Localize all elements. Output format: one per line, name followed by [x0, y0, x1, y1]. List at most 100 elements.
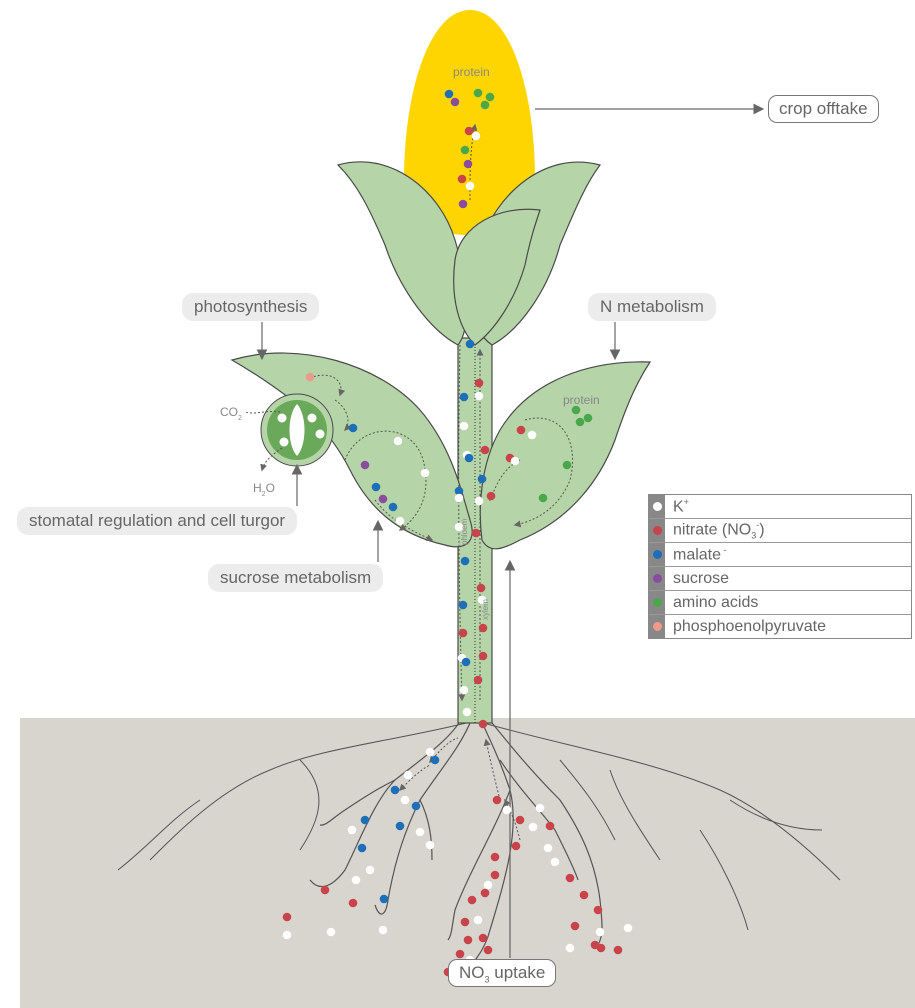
phloem-label: phloem — [460, 518, 469, 545]
no3-prefix: NO — [459, 963, 485, 982]
particle-k — [466, 182, 475, 191]
legend-label-nitrate: nitrate (NO3-) — [665, 520, 765, 541]
particle-nitrate — [484, 946, 493, 955]
particle-nitrate — [516, 816, 525, 825]
particle-amino — [461, 146, 470, 155]
legend-item-pep: phosphoenolpyruvate — [649, 614, 911, 638]
particle-nitrate — [481, 889, 490, 898]
particle-k — [544, 844, 553, 853]
particle-k — [463, 708, 472, 717]
protein-top-label: protein — [453, 65, 490, 79]
legend-item-nitrate: nitrate (NO3-) — [649, 518, 911, 542]
particle-nitrate — [594, 906, 603, 915]
particle-malate — [461, 557, 470, 566]
particle-malate — [445, 90, 454, 99]
h2o-label: H2O — [253, 481, 275, 498]
particle-k — [624, 924, 633, 933]
particle-malate — [372, 483, 381, 492]
particle-nitrate — [580, 891, 589, 900]
particle-malate — [412, 802, 421, 811]
particle-k — [503, 806, 512, 815]
particle-k — [596, 928, 605, 937]
particle-malate — [465, 454, 474, 463]
particle-k — [426, 841, 435, 850]
no3-suffix: uptake — [490, 963, 546, 982]
particle-k — [348, 826, 357, 835]
particle-nitrate — [487, 492, 496, 501]
particle-malate — [391, 786, 400, 795]
particle-nitrate — [491, 853, 500, 862]
particle-nitrate — [512, 842, 521, 851]
particle-nitrate — [566, 874, 575, 883]
legend-swatch — [649, 519, 665, 542]
legend-dot-sucrose — [653, 574, 662, 583]
particle-malate — [361, 816, 370, 825]
particle-nitrate — [459, 629, 468, 638]
particle-nitrate — [493, 796, 502, 805]
particle-malate — [349, 424, 358, 433]
particle-malate — [462, 658, 471, 667]
particle-k — [421, 469, 430, 478]
particle-sucrose — [459, 200, 468, 209]
particle-k — [474, 916, 483, 925]
legend-dot-amino — [653, 598, 662, 607]
particle-k — [366, 866, 375, 875]
particle-malate — [459, 601, 468, 610]
particle-nitrate — [465, 127, 474, 136]
particle-k — [379, 926, 388, 935]
particle-k — [352, 876, 361, 885]
particle-k — [396, 517, 405, 526]
legend-label-sucrose: sucrose — [665, 570, 729, 588]
particle-k — [511, 457, 520, 466]
particle-k — [566, 944, 575, 953]
particle-k — [528, 431, 537, 440]
xylem-label: xylem — [481, 599, 490, 620]
particle-sucrose — [361, 461, 370, 470]
particle-nitrate — [475, 379, 484, 388]
particle-amino — [474, 89, 483, 98]
particle-malate — [466, 340, 475, 349]
particle-nitrate — [461, 918, 470, 927]
particle-pep — [306, 373, 315, 382]
particle-k — [283, 931, 292, 940]
legend-label-amino: amino acids — [665, 594, 758, 612]
particle-k — [475, 392, 484, 401]
n-metabolism-label: N metabolism — [588, 293, 716, 321]
particle-malate — [396, 822, 405, 831]
particle-k — [475, 497, 484, 506]
particle-k — [536, 804, 545, 813]
particle-nitrate — [321, 886, 330, 895]
particle-k — [404, 771, 413, 780]
particle-nitrate — [591, 941, 600, 950]
particle-amino — [576, 418, 585, 427]
particle-k — [327, 928, 336, 937]
co2-label: CO2 — [220, 405, 242, 422]
legend-item-malate: malate - — [649, 542, 911, 566]
legend-dot-malate — [653, 550, 662, 559]
particle-k — [460, 422, 469, 431]
legend-dot-nitrate — [653, 526, 662, 535]
particle-amino — [481, 101, 490, 110]
particle-nitrate — [474, 676, 483, 685]
particle-nitrate — [491, 871, 500, 880]
particle-nitrate — [477, 584, 486, 593]
particle-nitrate — [481, 446, 490, 455]
protein-leaf-label: protein — [563, 393, 600, 407]
particle-nitrate — [456, 950, 465, 959]
particle-nitrate — [458, 175, 467, 184]
particle-nitrate — [614, 946, 623, 955]
particle-malate — [389, 503, 398, 512]
legend-dot-k — [653, 502, 662, 511]
legend-item-k: K+ — [649, 495, 911, 518]
particle-nitrate — [468, 896, 477, 905]
particle-k — [551, 858, 560, 867]
legend-label-malate: malate - — [665, 545, 727, 564]
stomatal-regulation-label: stomatal regulation and cell turgor — [17, 507, 297, 535]
particle-k — [426, 748, 435, 757]
particle-amino — [486, 93, 495, 102]
particle-nitrate — [571, 922, 580, 931]
particle-nitrate — [479, 624, 488, 633]
particle-k — [529, 823, 538, 832]
particle-nitrate — [479, 720, 488, 729]
